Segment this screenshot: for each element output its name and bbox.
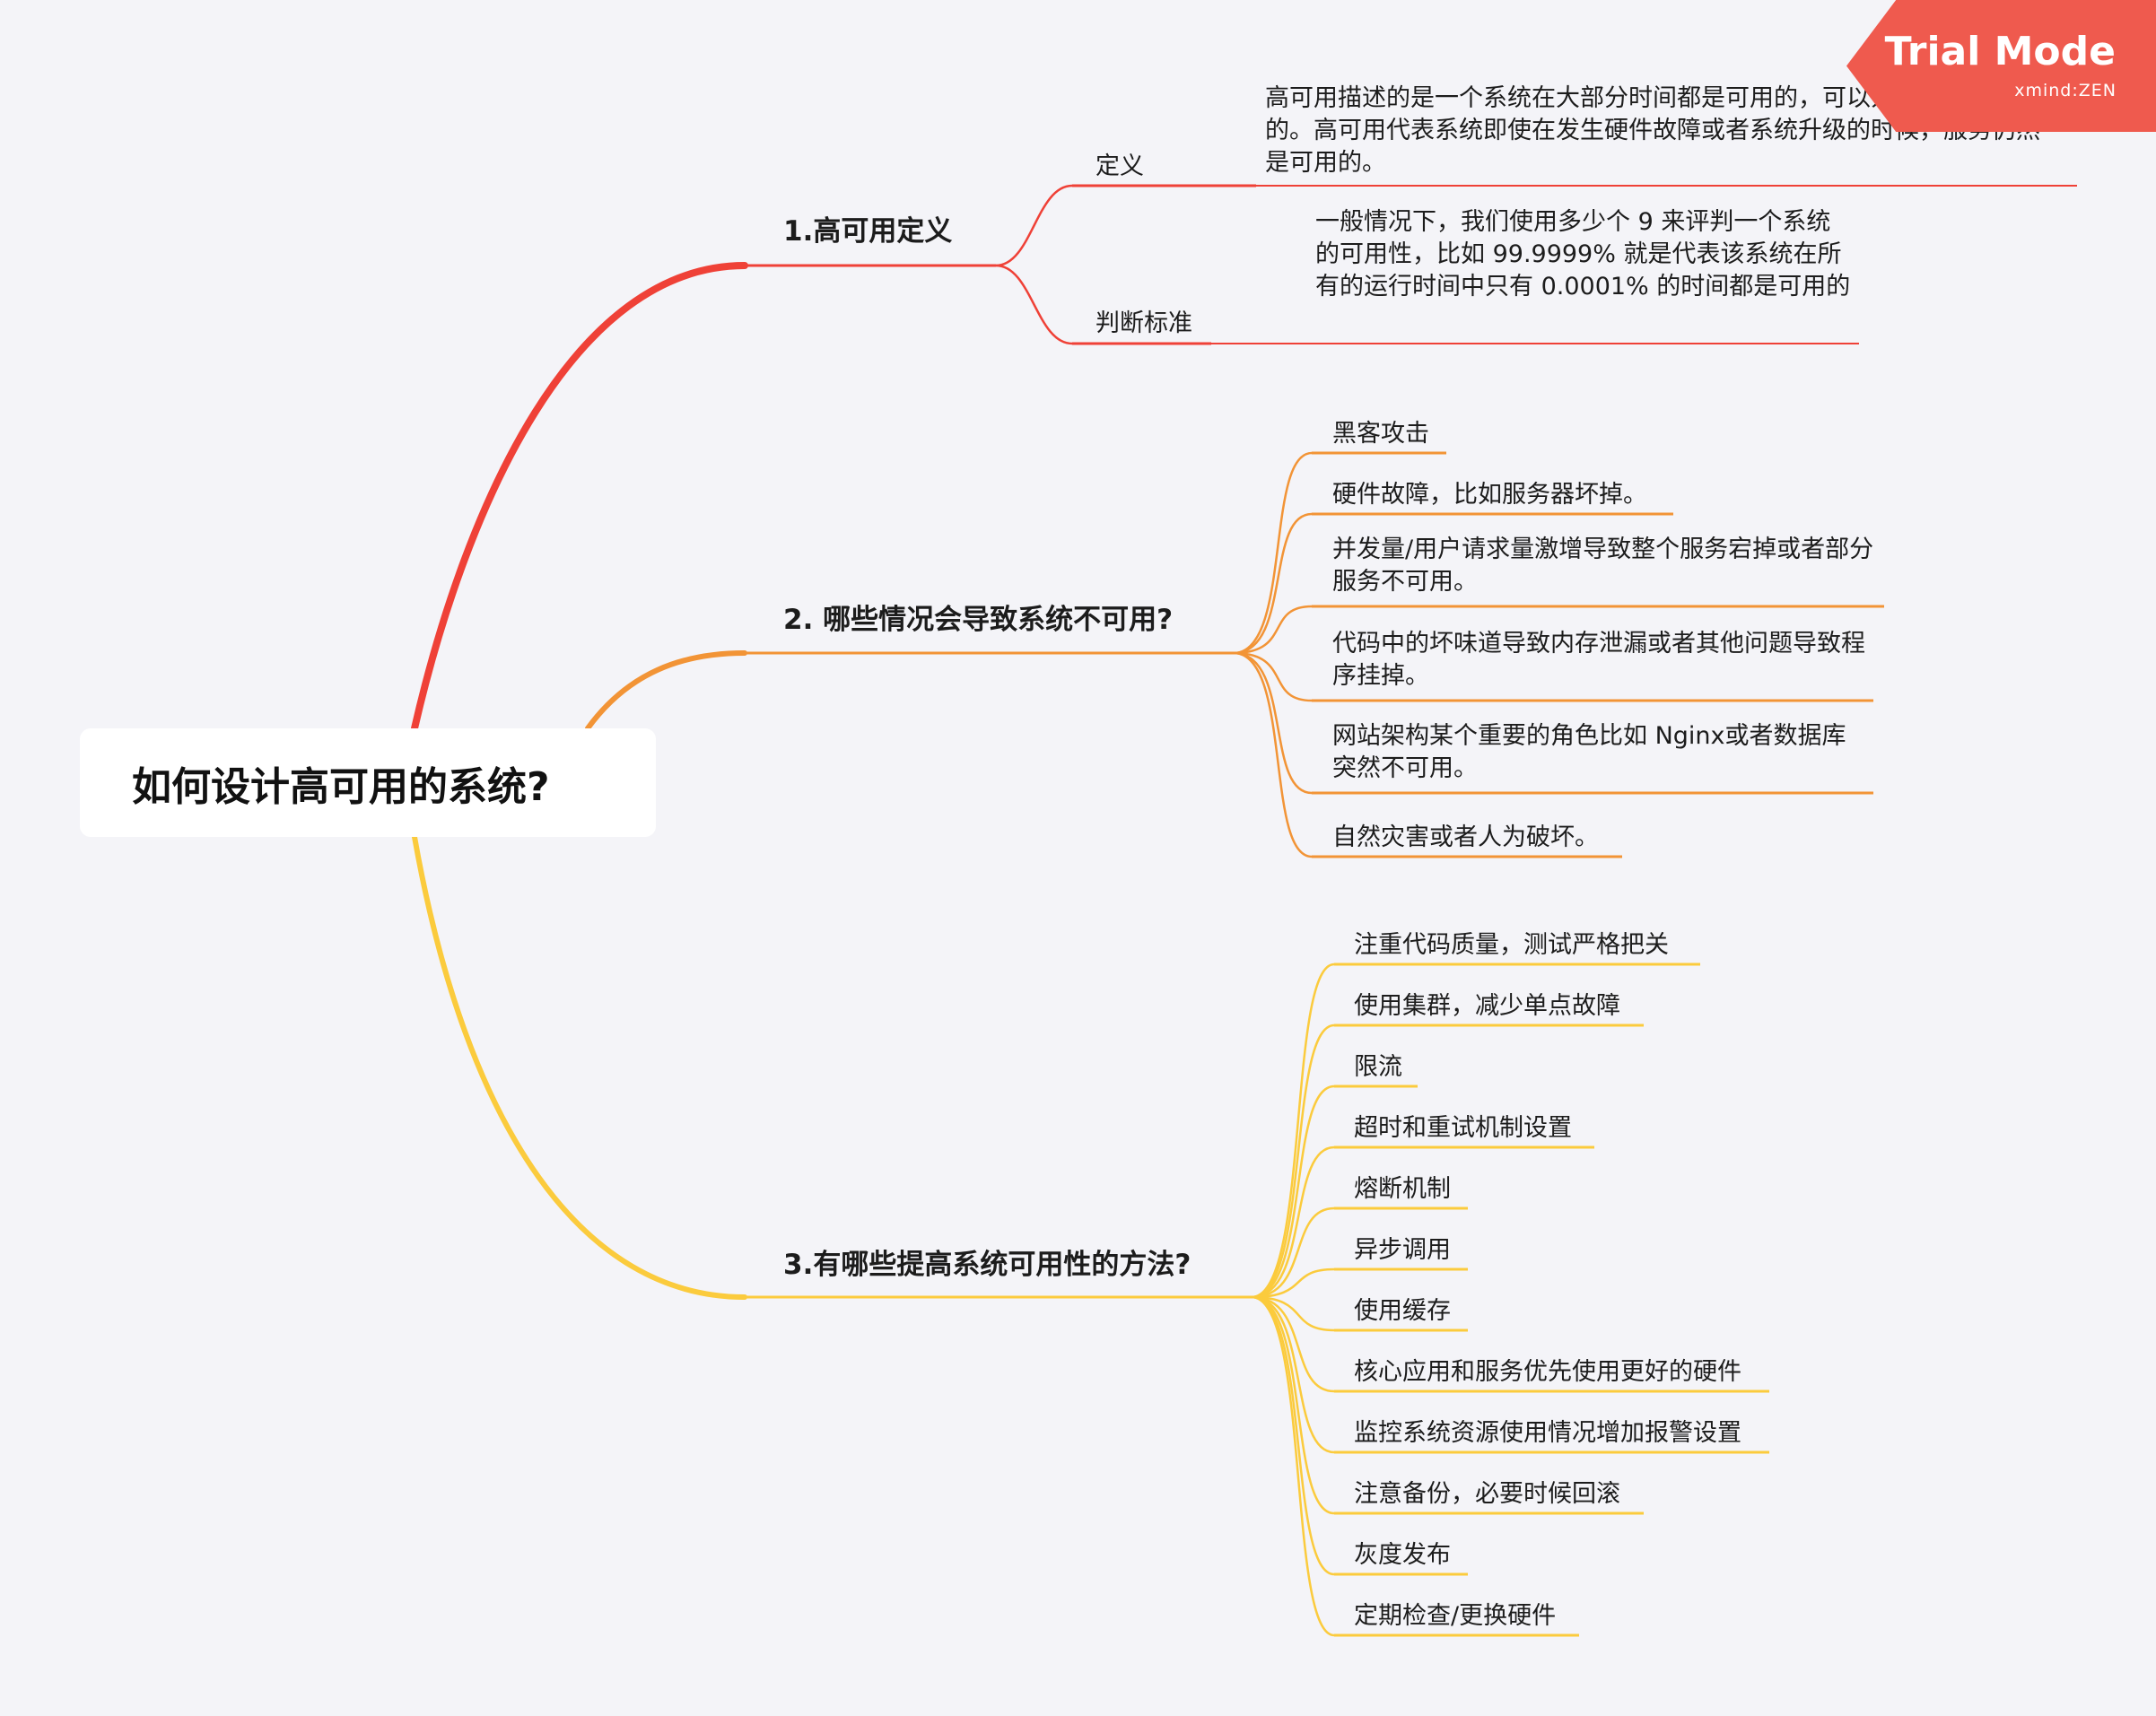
- connector-b3-item7: [1251, 1295, 1335, 1332]
- connector-b2-item6: [1233, 651, 1313, 858]
- root-node[interactable]: 如何设计高可用的系统?: [80, 728, 656, 837]
- connector-b3-item2: [1251, 1024, 1335, 1299]
- connector-b3-item11: [1251, 1295, 1335, 1576]
- branch-2-title[interactable]: 2. 哪些情况会导致系统不可用?: [783, 604, 1174, 636]
- branch-3-item[interactable]: 限流: [1354, 1053, 1402, 1081]
- connector-b3-item5: [1251, 1206, 1335, 1299]
- connector-b1-criteria: [995, 264, 1073, 345]
- connector-b2-item3: [1233, 605, 1313, 655]
- trial-mode-banner[interactable]: Trial Mode xmind:ZEN: [1846, 0, 2156, 132]
- branch-3-item[interactable]: 核心应用和服务优先使用更好的硬件: [1354, 1358, 1741, 1386]
- branch-3-item[interactable]: 熔断机制: [1354, 1175, 1451, 1203]
- branch-2-item[interactable]: 硬件故障，比如服务器坏掉。: [1332, 481, 1647, 509]
- branch-2-item[interactable]: 自然灾害或者人为破坏。: [1332, 823, 1599, 851]
- branch-3-item[interactable]: 注重代码质量，测试严格把关: [1354, 931, 1669, 959]
- connector-root-branch2: [585, 650, 747, 731]
- branch-1-def-label[interactable]: 定义: [1095, 152, 1144, 180]
- branch-3-item[interactable]: 监控系统资源使用情况增加报警设置: [1354, 1419, 1741, 1447]
- connector-b3-item8: [1251, 1295, 1335, 1393]
- connector-b1-def: [995, 184, 1073, 267]
- connector-b2-item5: [1233, 651, 1313, 795]
- connector-root-branch1: [411, 262, 748, 732]
- connector-b2-item4: [1233, 651, 1313, 702]
- connector-b3-item3: [1251, 1084, 1335, 1299]
- xmind-logo: xmind:ZEN: [2014, 81, 2117, 100]
- root-title: 如何设计高可用的系统?: [132, 763, 550, 810]
- branch-1-criteria-detail: 一般情况下，我们使用多少个 9 来评判一个系统的可用性，比如 99.9999% …: [1315, 208, 1851, 301]
- connector-root-branch3: [412, 834, 747, 1300]
- connector-b3-item1: [1251, 963, 1335, 1299]
- branch-1-criteria-label[interactable]: 判断标准: [1095, 309, 1192, 337]
- branch-3-item[interactable]: 使用缓存: [1354, 1297, 1451, 1325]
- connector-b3-item12: [1251, 1295, 1335, 1637]
- trial-mode-title: Trial Mode: [1884, 29, 2116, 74]
- branch-3-title[interactable]: 3.有哪些提高系统可用性的方法?: [783, 1249, 1191, 1281]
- connector-b2-item2: [1233, 512, 1313, 655]
- connector-b3-item6: [1251, 1267, 1335, 1299]
- branch-3-item[interactable]: 定期检查/更换硬件: [1354, 1602, 1557, 1630]
- branch-2-item[interactable]: 黑客攻击: [1332, 420, 1429, 448]
- branch-3-item[interactable]: 超时和重试机制设置: [1354, 1114, 1572, 1142]
- connector-b3-item10: [1251, 1295, 1335, 1515]
- connector-b3-item9: [1251, 1295, 1335, 1454]
- branch-2-item[interactable]: 并发量/用户请求量激增导致整个服务宕掉或者部分服务不可用。: [1332, 536, 1874, 596]
- branch-3-item[interactable]: 异步调用: [1354, 1236, 1451, 1264]
- connector-b3-item4: [1251, 1145, 1335, 1299]
- branch-2-item[interactable]: 网站架构某个重要的角色比如 Nginx或者数据库突然不可用。: [1332, 722, 1846, 782]
- branch-3-item[interactable]: 注意备份，必要时候回滚: [1354, 1480, 1620, 1508]
- branch-1-title[interactable]: 1.高可用定义: [783, 215, 953, 248]
- connector-b2-item1: [1233, 451, 1313, 655]
- branch-3-item[interactable]: 使用集群，减少单点故障: [1354, 992, 1620, 1020]
- branch-3-item[interactable]: 灰度发布: [1354, 1541, 1451, 1569]
- branch-2-item[interactable]: 代码中的坏味道导致内存泄漏或者其他问题导致程序挂掉。: [1332, 630, 1865, 690]
